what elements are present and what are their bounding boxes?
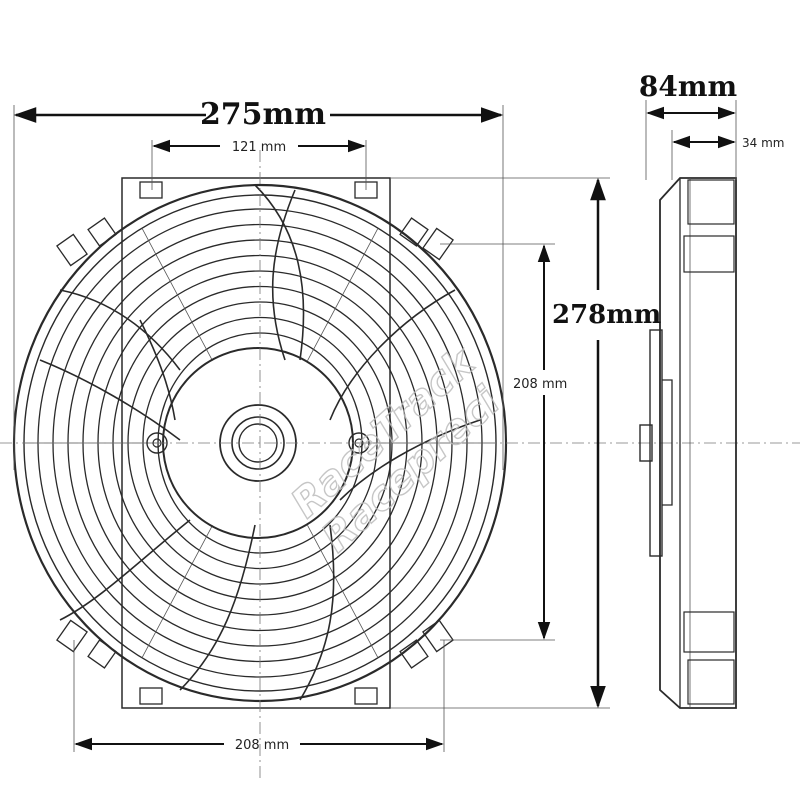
depth-label: 84mm [639,70,737,103]
overall-height-label: 278mm [552,300,661,330]
grille-spoke [141,228,213,361]
side-mount-spacing-label: 208 mm [513,377,567,392]
extension-lines [13,100,737,752]
watermark-logo: RaceTrack Racepreci [282,338,511,562]
motor-depth-label: 34 mm [742,136,784,150]
grille-spoke [307,525,379,658]
overall-width-label: 275mm [200,97,326,132]
grille-spoke [307,228,379,361]
motor-shaft [238,423,278,463]
grille-spoke [141,525,213,658]
fan-blades [39,184,481,701]
top-mount-spacing-label: 121 mm [232,140,286,155]
dimension-arrows [13,106,736,751]
bottom-mount-spacing-label: 208 mm [235,738,289,753]
